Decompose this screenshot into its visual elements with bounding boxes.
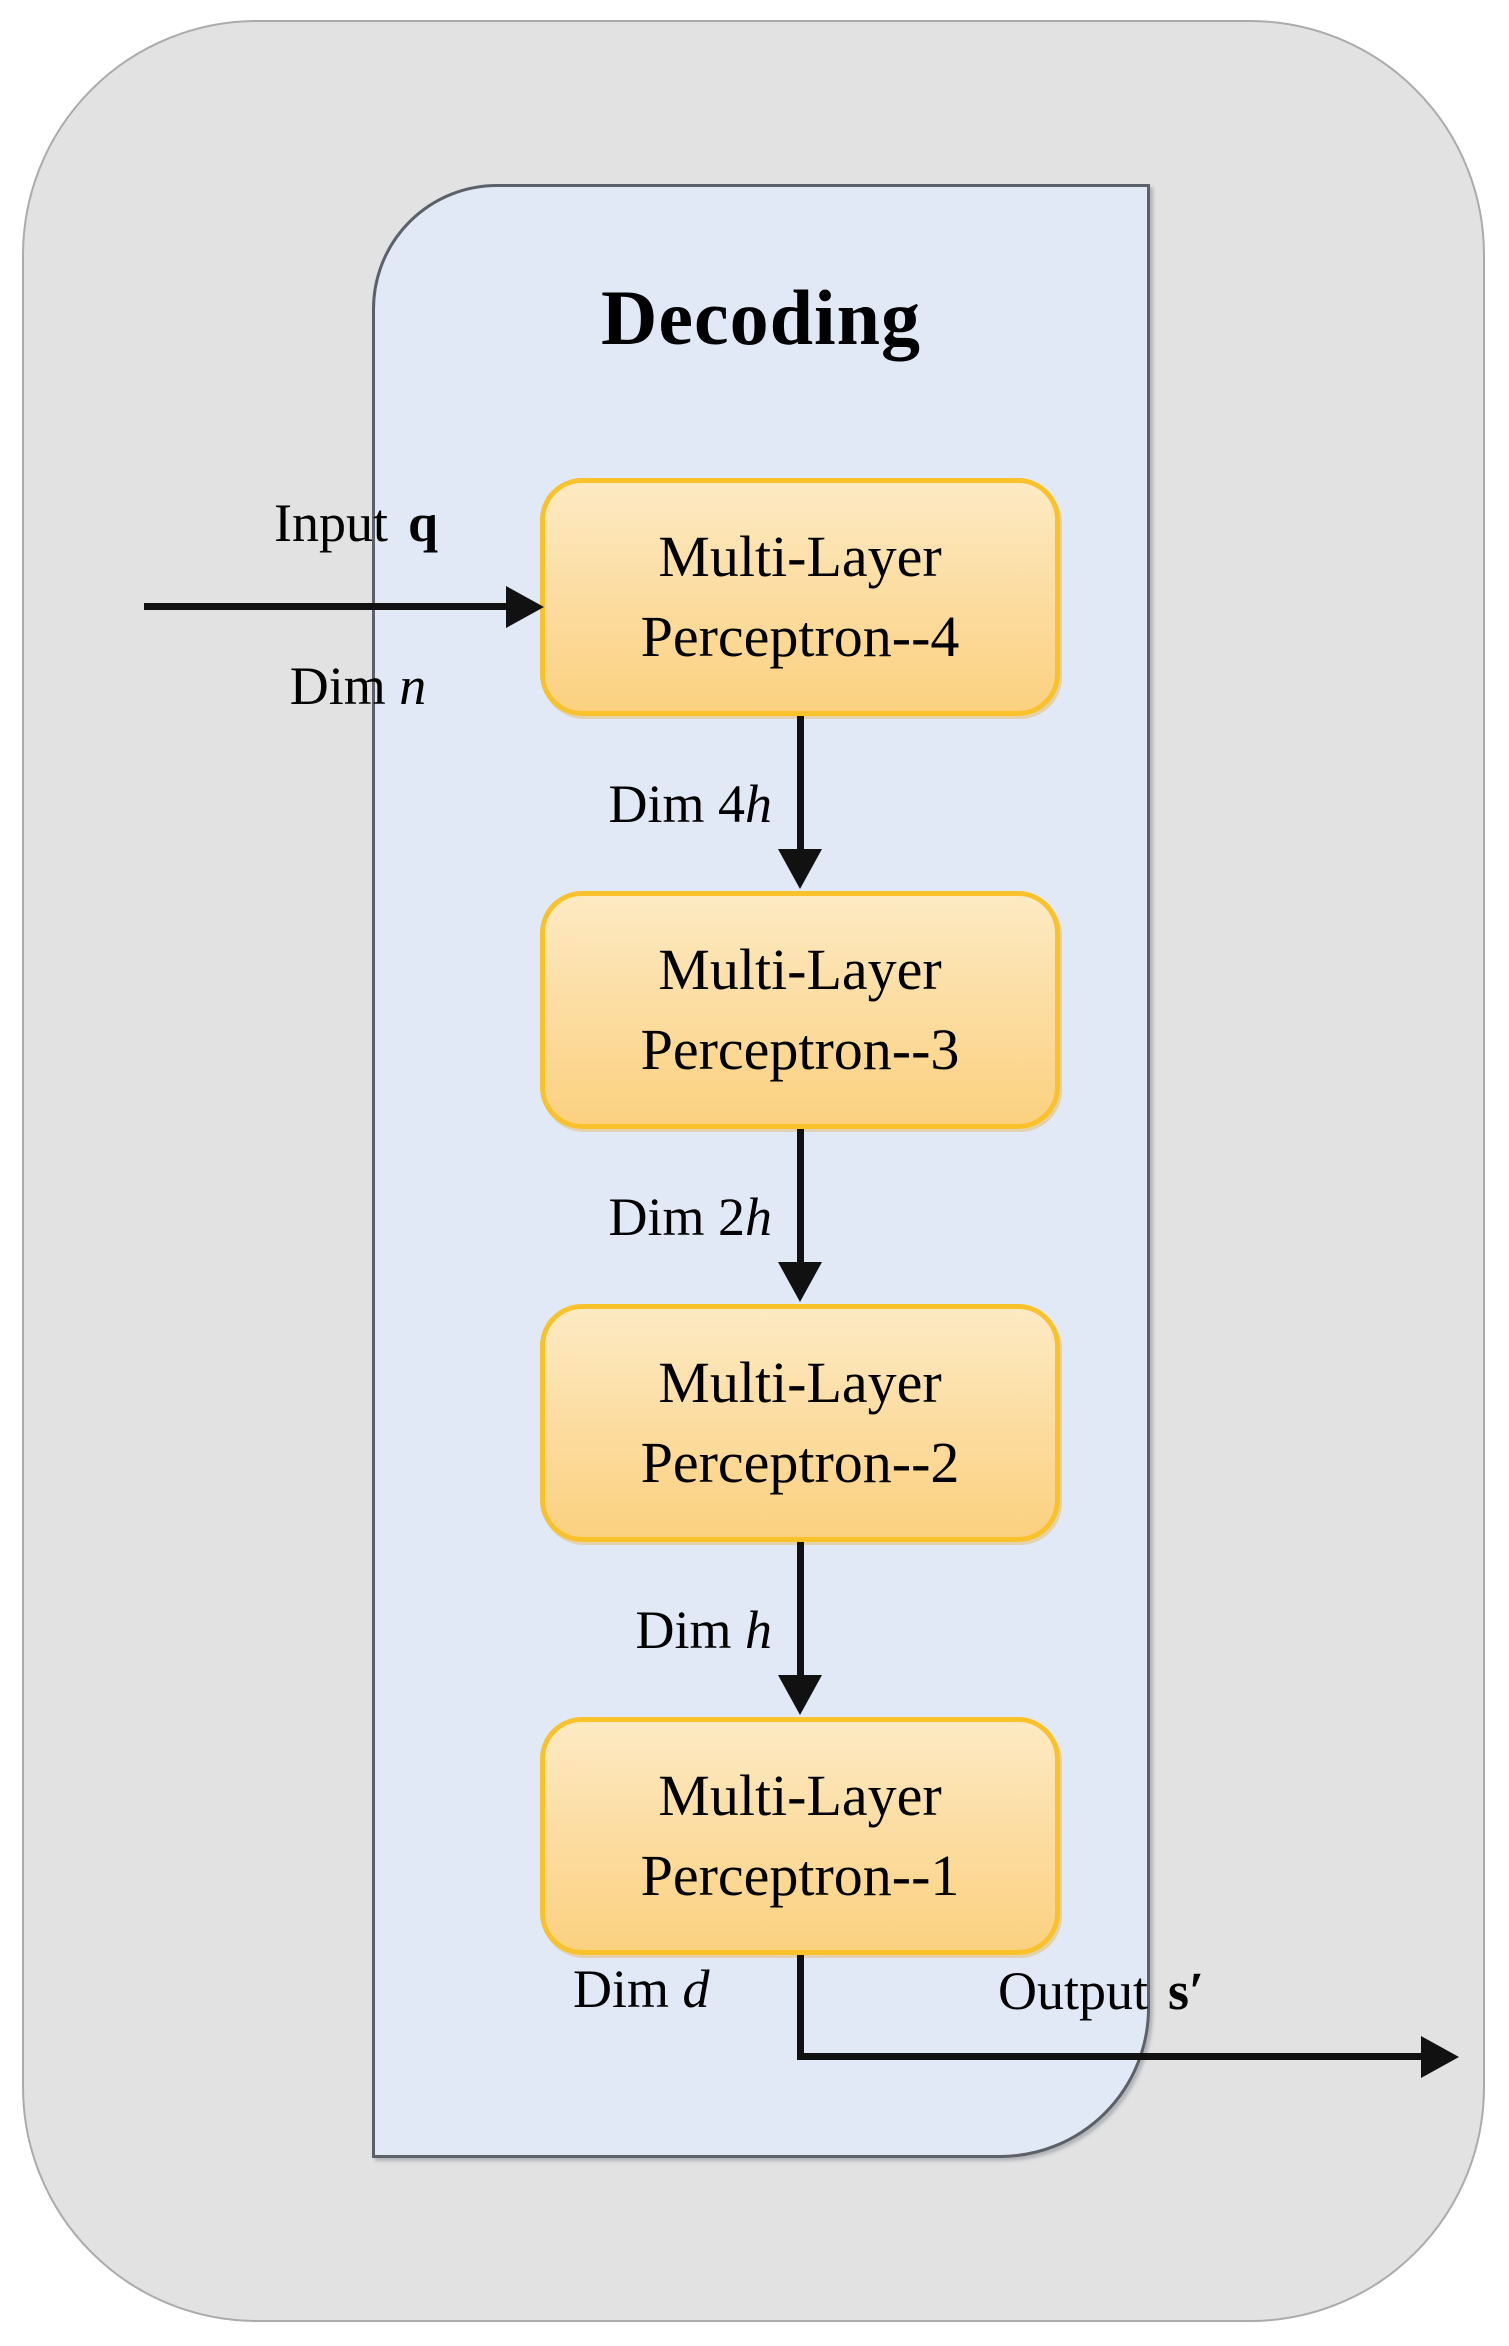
input-label-text: Input bbox=[273, 493, 388, 553]
mlp-block-3-line1: Multi-Layer bbox=[658, 937, 942, 1002]
mlp-block-2-line1: Multi-Layer bbox=[658, 1350, 942, 1415]
mlp-block-1: Multi-Layer Perceptron--1 bbox=[540, 1717, 1060, 1955]
output-dim-prefix: Dim bbox=[573, 1959, 670, 2019]
input-dim-prefix: Dim bbox=[289, 656, 386, 716]
edge-arrowhead-3 bbox=[778, 1675, 822, 1715]
output-symbol: s′ bbox=[1168, 1961, 1205, 2021]
edge-arrowhead-2 bbox=[778, 1262, 822, 1302]
edge-dim-prefix-2: Dim 2 bbox=[608, 1187, 745, 1247]
mlp-block-3: Multi-Layer Perceptron--3 bbox=[540, 891, 1060, 1129]
mlp-block-2-line2: Perceptron--2 bbox=[640, 1430, 960, 1495]
output-label: Output s′ bbox=[998, 1958, 1204, 2024]
mlp-block-2: Multi-Layer Perceptron--2 bbox=[540, 1304, 1060, 1542]
mlp-block-4: Multi-Layer Perceptron--4 bbox=[540, 478, 1060, 716]
edge-dim-symbol-1: h bbox=[745, 774, 772, 834]
output-arrowhead bbox=[1421, 2036, 1459, 2078]
decoding-title: Decoding bbox=[601, 274, 921, 361]
mlp-block-4-line2: Perceptron--4 bbox=[640, 604, 960, 669]
mlp-block-4-line1: Multi-Layer bbox=[658, 524, 942, 589]
edge-dim-label-2: Dim 2h bbox=[608, 1184, 772, 1250]
edge-dim-prefix-3: Dim bbox=[635, 1600, 732, 1660]
edge-dim-prefix-1: Dim 4 bbox=[608, 774, 745, 834]
input-arrowhead bbox=[506, 586, 544, 628]
input-symbol: q bbox=[407, 493, 439, 553]
mlp-block-1-line1: Multi-Layer bbox=[658, 1763, 942, 1828]
edge-arrow-line-1 bbox=[797, 716, 804, 851]
output-dim-symbol: d bbox=[682, 1959, 710, 2019]
edge-dim-label-3: Dim h bbox=[635, 1597, 772, 1663]
input-arrow-line bbox=[144, 603, 508, 610]
edge-dim-label-1: Dim 4h bbox=[608, 771, 772, 837]
edge-dim-symbol-3: h bbox=[745, 1600, 772, 1660]
edge-dim-symbol-2: h bbox=[745, 1187, 772, 1247]
output-arrow-horizontal-line bbox=[797, 2053, 1423, 2060]
output-label-text: Output bbox=[998, 1961, 1149, 2021]
edge-arrow-line-3 bbox=[797, 1542, 804, 1677]
input-dim-label: Dim n bbox=[290, 653, 427, 719]
mlp-block-3-line2: Perceptron--3 bbox=[640, 1017, 960, 1082]
mlp-block-1-line2: Perceptron--1 bbox=[640, 1843, 960, 1908]
edge-arrow-line-2 bbox=[797, 1129, 804, 1264]
output-dim-label: Dim d bbox=[573, 1956, 710, 2022]
output-arrow-vertical-line bbox=[797, 1955, 804, 2060]
edge-arrowhead-1 bbox=[778, 849, 822, 889]
input-dim-symbol: n bbox=[399, 656, 427, 716]
